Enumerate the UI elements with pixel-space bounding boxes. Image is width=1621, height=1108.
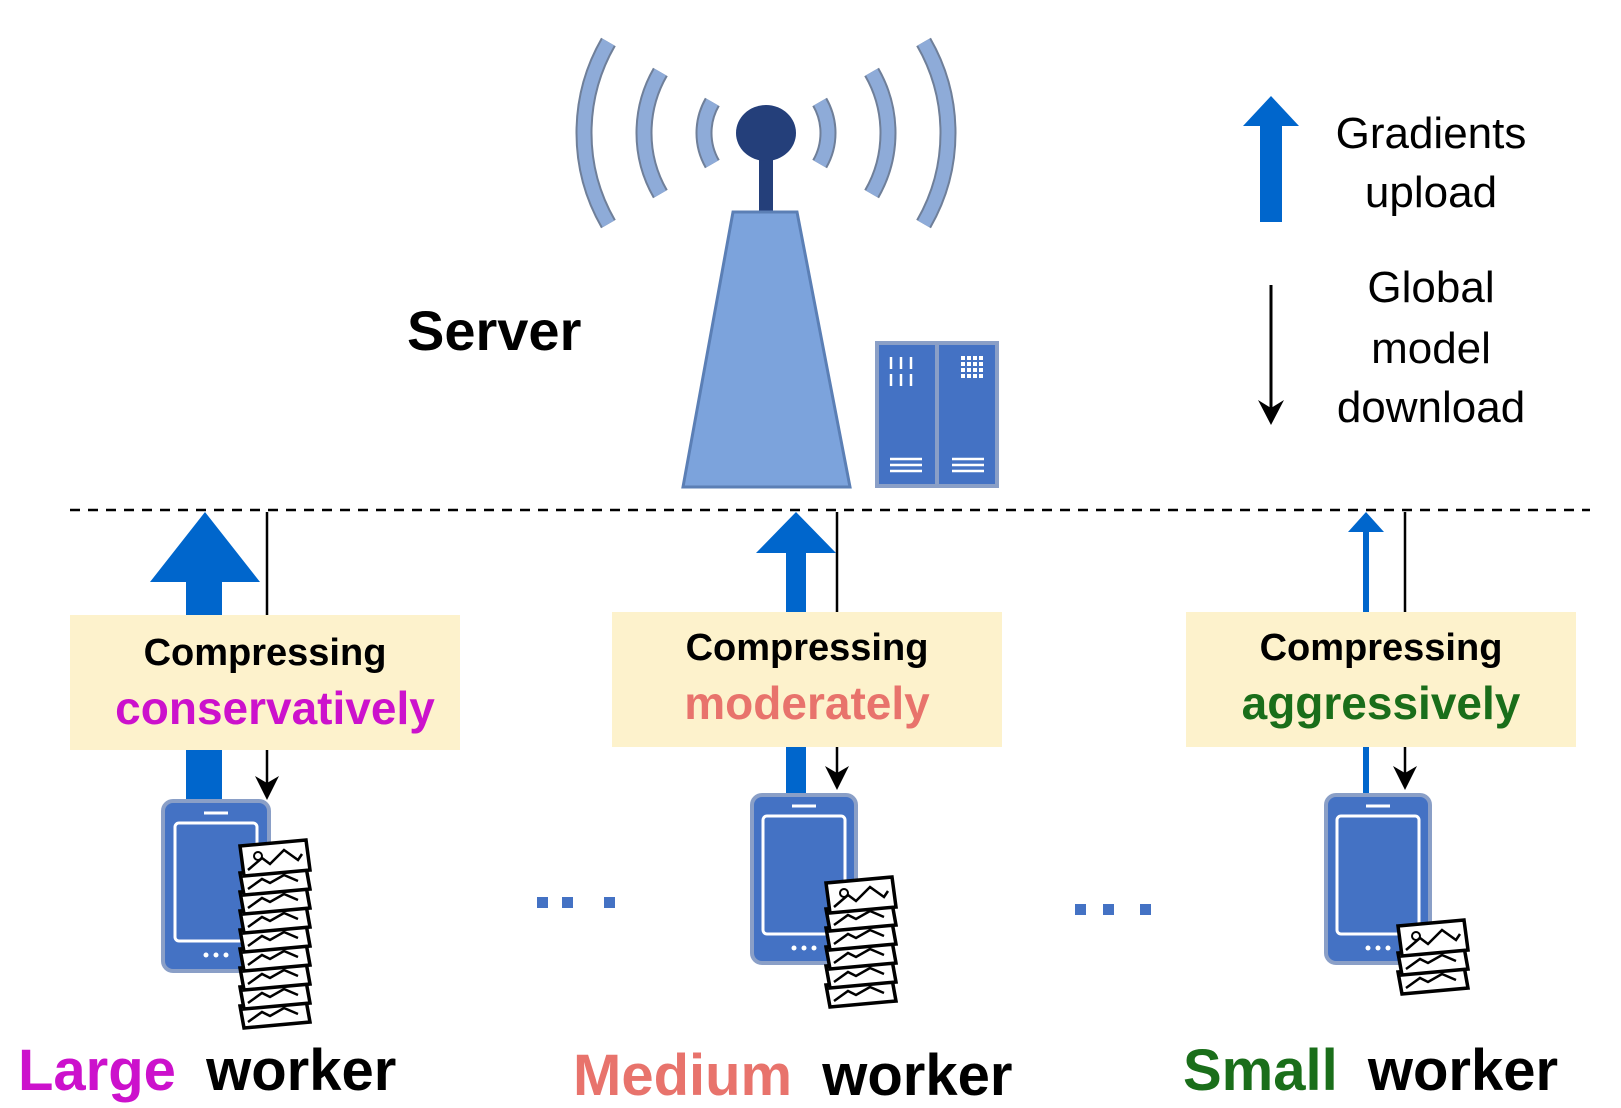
worker-size-label: Small worker [1183,1038,1558,1103]
rack-indicator-dot [979,362,983,366]
rack-indicator-dot [973,368,977,372]
phone-icon [1324,793,1432,965]
rack-indicator-dot [961,356,965,360]
compression-label-box [612,612,1002,747]
training-data-stack-icon [238,838,312,1030]
compressing-word: Compressing [144,632,387,674]
rack-indicator-dot [973,362,977,366]
signal-wave-arc [813,98,835,168]
rack-indicator-dot [967,356,971,360]
compression-level: conservatively [115,682,435,734]
compression-label-box [1186,612,1576,747]
rack-indicator-dot [973,356,977,360]
rack-indicator-dot [979,374,983,378]
legend-upload-line2: upload [1365,168,1497,217]
signal-wave-arc [697,98,719,168]
worker-size-word: Small [1183,1038,1338,1103]
antenna-head-icon [736,105,796,161]
rack-indicator-dot [979,356,983,360]
ellipsis-dots-icon [1075,904,1151,915]
rack-indicator-dot [961,374,965,378]
signal-wave-arc [577,38,615,228]
legend-upload-line1: Gradients [1336,109,1527,158]
compressing-word: Compressing [1260,627,1503,669]
rack-indicator-dot [967,374,971,378]
training-data-stack-icon [824,875,898,1009]
worker-small: Compressing aggressively Small worker [1183,512,1576,1103]
tower-icon [681,210,852,489]
signal-wave-arc [637,68,667,198]
worker-size-word: Medium [573,1043,792,1108]
upload-arrow-legend-icon [1243,96,1299,222]
rack-indicator-dot [961,362,965,366]
rack-indicator-dot [967,368,971,372]
signal-wave-arc [917,38,955,228]
worker-medium: Compressing moderately Medium worker [573,512,1012,1108]
worker-word: worker [205,1038,396,1103]
signal-waves-icon [575,37,957,229]
rack-indicator-dot [961,368,965,372]
worker-word: worker [821,1043,1012,1108]
server-label: Server [407,299,581,362]
compression-level: aggressively [1242,677,1521,729]
rack-indicator-dot [967,362,971,366]
compression-label-box [70,615,460,750]
legend: Gradients upload Global model download [1243,96,1526,432]
legend-download-line3: download [1337,383,1525,432]
worker-word: worker [1367,1038,1558,1103]
worker-size-word: Large [18,1038,176,1103]
ellipsis-dots-icon [537,897,615,908]
signal-wave-arc [865,68,895,198]
download-arrow-legend-icon [1258,285,1284,425]
worker-size-label: Large worker [18,1038,396,1103]
legend-download-line1: Global [1367,263,1494,312]
worker-size-label: Medium worker [573,1043,1012,1108]
server-rack-icon [875,341,999,488]
compressing-word: Compressing [686,627,929,669]
rack-indicator-dot [973,374,977,378]
rack-indicator-dot [979,368,983,372]
compression-level: moderately [684,677,930,729]
training-data-stack-icon [1396,918,1470,996]
legend-download-line2: model [1371,324,1491,373]
worker-large: Compressing conservatively Large worker [18,512,460,1103]
